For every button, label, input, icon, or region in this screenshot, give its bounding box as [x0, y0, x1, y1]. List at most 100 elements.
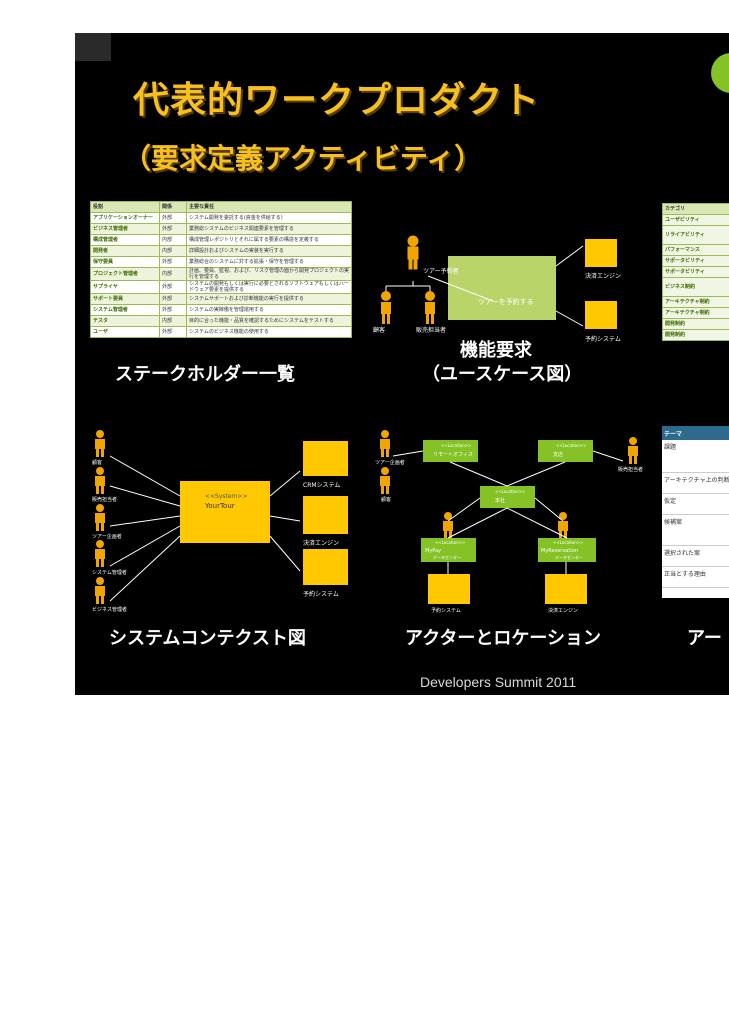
external-system-box — [303, 496, 348, 534]
decision-field-cell: 候補案 — [662, 514, 729, 546]
role-cell: ユーザ — [90, 326, 160, 338]
quality-requirements-table: カテゴリ ユーザビリティリライアビリティパフォーマンスサポータビリティサポータビ… — [662, 203, 729, 341]
table-row: 開発制約 — [662, 329, 729, 341]
slide: 代表的ワークプロダクト （要求定義アクティビティ） 役割 関係 主要な責任 アプ… — [75, 33, 729, 695]
stakeholder-table: 役割 関係 主要な責任 アプリケーションオーナー外部システム開発を委託する(資金… — [90, 201, 352, 338]
role-cell: システム管理者 — [90, 304, 160, 316]
use-case-shape — [448, 256, 556, 320]
slide-title: 代表的ワークプロダクト — [133, 80, 541, 121]
relation-cell: 内部 — [159, 267, 187, 281]
system-label: 決済エンジン — [303, 539, 339, 547]
category-cell: 開発制約 — [662, 318, 729, 330]
actor-icon — [628, 437, 638, 464]
system-center-box — [180, 481, 270, 543]
actor-icon — [425, 291, 435, 324]
corner-block — [75, 33, 111, 61]
role-cell: プロジェクト管理者 — [90, 267, 160, 281]
decision-field-cell: アーキテクチャ上の判断 — [662, 472, 729, 494]
location-diagram: ツアー企画者顧客システム管理者ビジネス管理者販売担当者 <<Location>>… — [373, 426, 643, 616]
role-cell: アプリケーションオーナー — [90, 212, 160, 224]
footer-text: Developers Summit 2011 — [420, 674, 577, 690]
decision-field-cell: 仮定 — [662, 493, 729, 515]
context-caption: システムコンテクスト図 — [109, 628, 306, 649]
actor-icon — [95, 467, 105, 494]
role-cell: テスタ — [90, 315, 160, 327]
table-row: パフォーマンス — [662, 244, 729, 256]
table-row: リライアビリティ — [662, 225, 729, 245]
table-row: 保守要員外部業務総合のシステムに対する拡張・保守を管理する — [90, 256, 352, 268]
system-label: CRMシステム — [303, 482, 340, 489]
use-case-caption-2: （ユースケース図） — [422, 364, 583, 385]
table-header: 主要な責任 — [186, 201, 352, 213]
actor-label: ツアー予約者 — [423, 267, 459, 275]
decision-field-cell: 正当とする理由 — [662, 566, 729, 588]
actor-label: 顧客 — [373, 326, 385, 334]
actor-icon — [407, 235, 419, 270]
role-cell: 開発者 — [90, 245, 160, 257]
location-box — [423, 440, 478, 462]
external-system-box — [303, 441, 348, 476]
location-name: リモートオフィス — [433, 452, 473, 458]
actor-icon — [95, 504, 105, 531]
actor-icon — [380, 430, 390, 457]
role-cell: 保守要員 — [90, 256, 160, 268]
system-box — [428, 574, 470, 604]
decision-field-cell: 課題 — [662, 440, 729, 473]
actor-icon — [381, 291, 391, 324]
actor-label: ツアー企画者 — [375, 459, 405, 466]
category-cell: サポータビリティ — [662, 266, 729, 278]
actor-label: ツアー企画者 — [92, 533, 122, 540]
relation-cell: 外部 — [159, 304, 187, 316]
responsibility-cell: 計画、要員、監視、および、リスク管理の面から開発プロジェクトの実行を管理する — [186, 267, 352, 281]
relation-cell: 外部 — [159, 212, 187, 224]
system-box — [545, 574, 587, 604]
architecture-decision-table: テーマ 課題アーキテクチャ上の判断仮定候補案選択された案正当とする理由 — [662, 426, 729, 598]
location-box — [421, 538, 476, 562]
location-name: MyPay — [425, 548, 441, 554]
relation-cell: 外部 — [159, 293, 187, 305]
role-cell: ビジネス管理者 — [90, 223, 160, 235]
table-header: カテゴリ — [662, 203, 729, 215]
location-stereotype: <<Location>> — [435, 540, 465, 545]
relation-cell: 外部 — [159, 223, 187, 235]
use-case-diagram: ツアー予約者 顧客 販売担当者 ツアーを予約する 決済エンジン 予約システム — [373, 201, 633, 361]
relation-cell: 内部 — [159, 245, 187, 257]
location-stereotype: <<Location>> — [495, 489, 525, 494]
location-stereotype: <<Location>> — [441, 443, 471, 448]
table-row: アーキテクチャ上の判断 — [662, 472, 729, 494]
table-row: 構成管理者内部構成管理レポジトリとそれに属する要素の構造を定義する — [90, 234, 352, 246]
actor-label: 顧客 — [92, 459, 102, 466]
system-label: 予約システム — [431, 607, 461, 614]
location-name: 本社 — [495, 497, 505, 504]
use-case-label: ツアーを予約する — [478, 297, 534, 306]
actor-icon — [443, 512, 453, 539]
table-row: 課題 — [662, 440, 729, 473]
actor-icon — [95, 577, 105, 604]
responsibility-cell: 構成管理レポジトリとそれに属する要素の構造を定義する — [186, 234, 352, 246]
actor-icon — [95, 430, 105, 457]
responsibility-cell: システムの実稼働を管理運用する — [186, 304, 352, 316]
category-cell: ビジネス制約 — [662, 277, 729, 297]
table-row: ビジネス管理者外部業務総システムのビジネス関連要素を管理する — [90, 223, 352, 235]
location-box — [538, 440, 593, 462]
location-name: MyReservation — [541, 548, 578, 554]
location-sub: データセンター — [433, 554, 461, 560]
table-row: ユーザ外部システムのビジネス機能の使用する — [90, 326, 352, 338]
location-caption: アクターとロケーション — [405, 628, 602, 649]
system-name: YourTour — [204, 502, 235, 510]
table-row: サポータビリティ — [662, 266, 729, 278]
actor-label: ビジネス管理者 — [92, 606, 127, 613]
table-row: アーキテクチャ制約 — [662, 296, 729, 308]
category-cell: パフォーマンス — [662, 244, 729, 256]
location-sub: データセンター — [555, 554, 583, 560]
table-row: プロジェクト管理者内部計画、要員、監視、および、リスク管理の面から開発プロジェク… — [90, 267, 352, 281]
green-circle-logo — [711, 53, 729, 93]
category-cell: アーキテクチャ制約 — [662, 296, 729, 308]
arch-caption: アー — [687, 628, 722, 649]
table-row: 開発者内部詳細設計およびシステムの実装を実行する — [90, 245, 352, 257]
role-cell: サポート要員 — [90, 293, 160, 305]
location-svg: ツアー企画者顧客システム管理者ビジネス管理者販売担当者 <<Location>>… — [375, 430, 643, 614]
responsibility-cell: システム開発を委託する(資金を供給する) — [186, 212, 352, 224]
system-label: 予約システム — [585, 335, 621, 343]
